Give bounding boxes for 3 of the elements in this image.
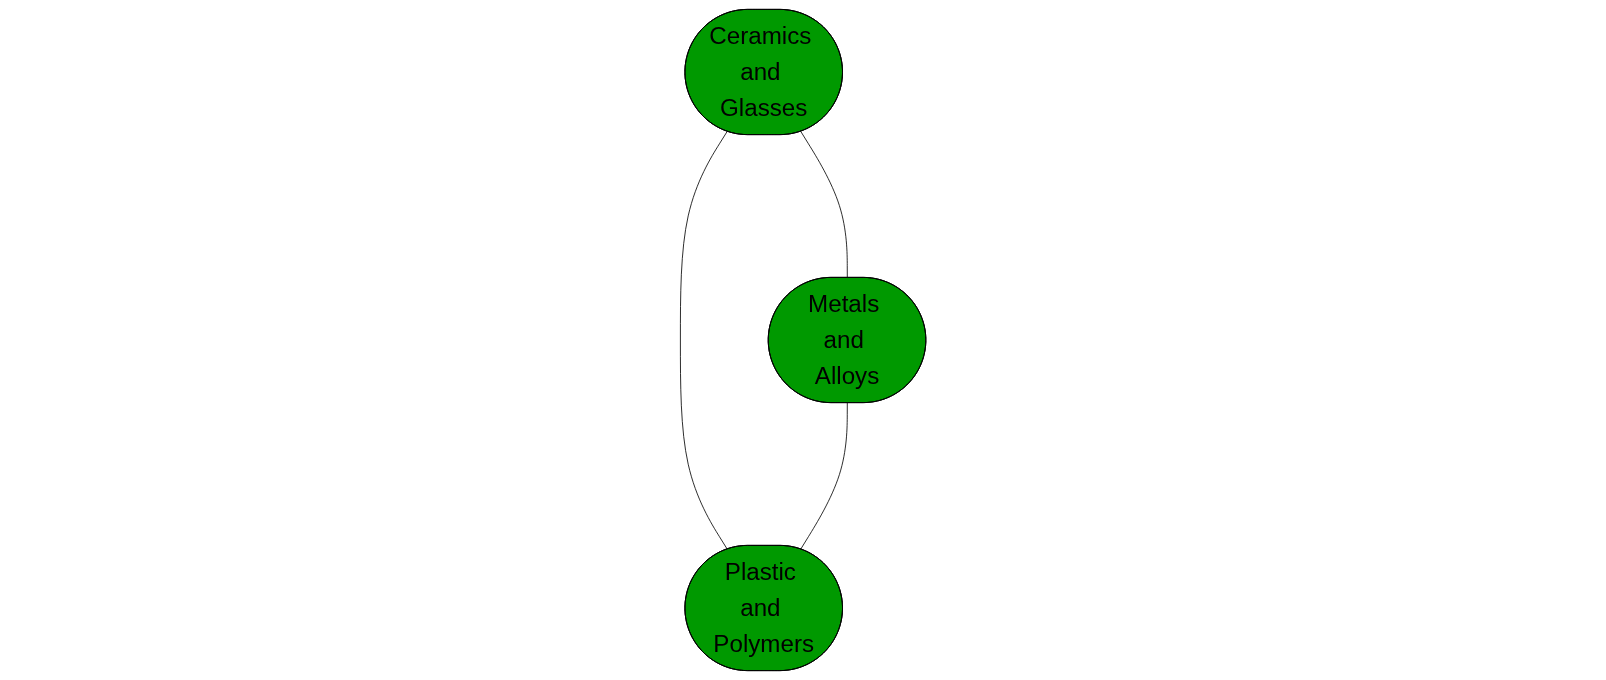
connector (800, 131, 848, 279)
connector (800, 402, 848, 550)
connector (679, 131, 728, 550)
